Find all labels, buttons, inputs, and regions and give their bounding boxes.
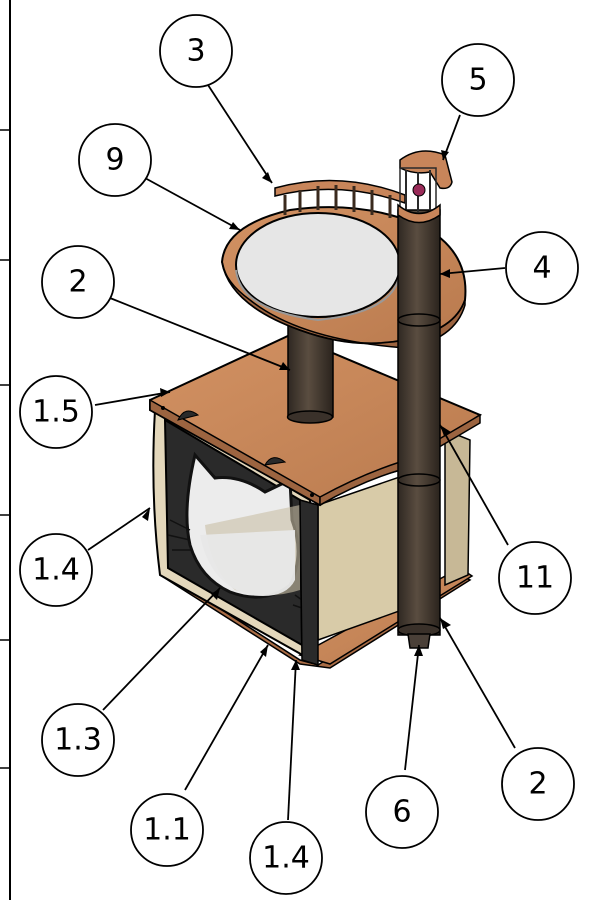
- callout-label-1-1: 1.1: [143, 813, 191, 848]
- tall-post: [397, 209, 441, 649]
- callout-label-6: 6: [392, 795, 411, 830]
- short-post: [286, 324, 334, 424]
- callout-1-1: 1.1: [130, 793, 204, 867]
- callout-5: 5: [441, 43, 515, 117]
- callout-label-1-5: 1.5: [32, 395, 80, 430]
- leader-2b: [439, 617, 516, 749]
- cat-tree: [149, 150, 483, 669]
- front-cat-panel: [152, 408, 319, 667]
- leader-11b: [184, 644, 269, 791]
- leader-11: [439, 424, 509, 546]
- callout-bubbles: 3 5 9 2 4 1.5 1.4 11: [19, 14, 579, 895]
- callout-1-4-bottom: 1.4: [249, 821, 323, 895]
- callout-label-2-upper: 2: [68, 265, 87, 300]
- callout-label-3: 3: [186, 34, 205, 69]
- callout-9: 9: [78, 123, 152, 197]
- leader-4: [439, 267, 506, 275]
- callout-2-upper: 2: [41, 245, 115, 319]
- callout-label-11: 11: [516, 561, 554, 596]
- callout-4: 4: [505, 231, 579, 305]
- leader-3: [207, 84, 273, 184]
- callout-3: 3: [159, 14, 233, 88]
- callout-11: 11: [498, 541, 572, 615]
- drawing-frame: [0, 0, 11, 900]
- callout-label-1-3: 1.3: [54, 723, 102, 758]
- callout-label-2-lower: 2: [528, 767, 547, 802]
- callout-2-lower: 2: [501, 747, 575, 821]
- leader-6: [404, 644, 420, 771]
- callout-6: 6: [365, 775, 439, 849]
- leader-lines: [87, 84, 516, 821]
- callout-1-3: 1.3: [41, 703, 115, 777]
- post-top-cap: [397, 150, 453, 224]
- callout-1-5: 1.5: [19, 375, 93, 449]
- callout-label-1-4-left: 1.4: [32, 553, 80, 588]
- leader-15: [94, 391, 171, 406]
- leader-9: [144, 177, 241, 231]
- leader-2a: [109, 297, 291, 371]
- leader-13: [102, 587, 221, 711]
- callout-1-4-left: 1.4: [19, 533, 93, 607]
- callout-label-1-4-bottom: 1.4: [262, 841, 310, 876]
- callout-label-9: 9: [105, 143, 124, 178]
- callout-label-5: 5: [468, 63, 487, 98]
- leader-14b: [287, 659, 297, 821]
- callout-label-4: 4: [532, 251, 551, 286]
- leader-14a: [87, 507, 151, 551]
